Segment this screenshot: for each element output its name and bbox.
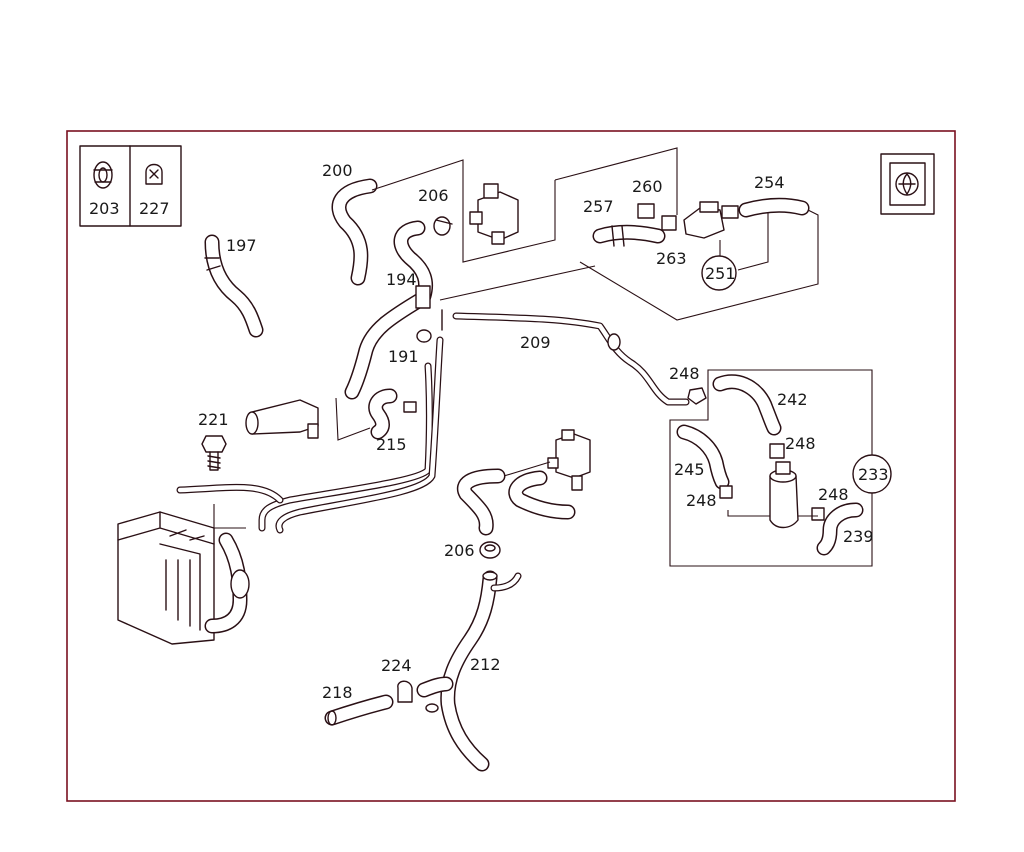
label-206-top: 206 (418, 186, 449, 205)
diagram-frame (66, 130, 956, 802)
label-263: 263 (656, 249, 687, 268)
label-200: 200 (322, 161, 353, 180)
valve-group-206 (371, 159, 556, 263)
label-194: 194 (386, 270, 417, 289)
fitting-248-top (687, 387, 707, 405)
legend-label-203: 203 (89, 199, 120, 218)
valve-group-233 (669, 369, 873, 567)
label-197: 197 (226, 236, 257, 255)
label-209: 209 (520, 333, 551, 352)
label-251: 251 (705, 264, 736, 283)
label-218: 218 (322, 683, 353, 702)
hose-197 (204, 234, 264, 338)
label-191: 191 (388, 347, 419, 366)
label-212: 212 (470, 655, 501, 674)
label-215: 215 (376, 435, 407, 454)
label-221: 221 (198, 410, 229, 429)
pump-unit (245, 397, 371, 441)
callout-circle-233 (852, 454, 892, 494)
label-206-bottom: 206 (444, 541, 475, 560)
label-248-top: 248 (669, 364, 700, 383)
label-233: 233 (858, 465, 889, 484)
hose-212 (416, 570, 522, 772)
legend-box: 203 227 (79, 145, 182, 227)
hose-to-pump (344, 285, 432, 400)
hose-clip-icon (145, 163, 163, 185)
clamp-206-bottom (479, 541, 501, 559)
clamp-206-top (433, 216, 453, 236)
label-245: 245 (674, 460, 705, 479)
callout-circle-251 (701, 255, 737, 291)
label-224: 224 (381, 656, 412, 675)
label-248-left: 248 (686, 491, 717, 510)
label-260: 260 (632, 177, 663, 196)
label-254: 254 (754, 173, 785, 192)
clamp-224 (397, 680, 413, 703)
hose-200 (331, 178, 378, 286)
label-257: 257 (583, 197, 614, 216)
label-239: 239 (843, 527, 874, 546)
pipe-191 (176, 336, 444, 534)
hose-194 (393, 220, 434, 304)
legend-label-227: 227 (139, 199, 170, 218)
bolt-221 (201, 435, 227, 471)
pipe-209 (439, 265, 690, 406)
clamp-icon (93, 161, 113, 189)
icon-box (880, 153, 935, 215)
hose-218 (324, 694, 394, 726)
heater-unit (117, 504, 250, 645)
fire-icon (895, 172, 919, 196)
label-248-mid: 248 (785, 434, 816, 453)
valve-group-251 (554, 147, 819, 321)
hose-215 (368, 388, 417, 440)
label-242: 242 (777, 390, 808, 409)
valve-center (457, 429, 591, 536)
label-248-right: 248 (818, 485, 849, 504)
